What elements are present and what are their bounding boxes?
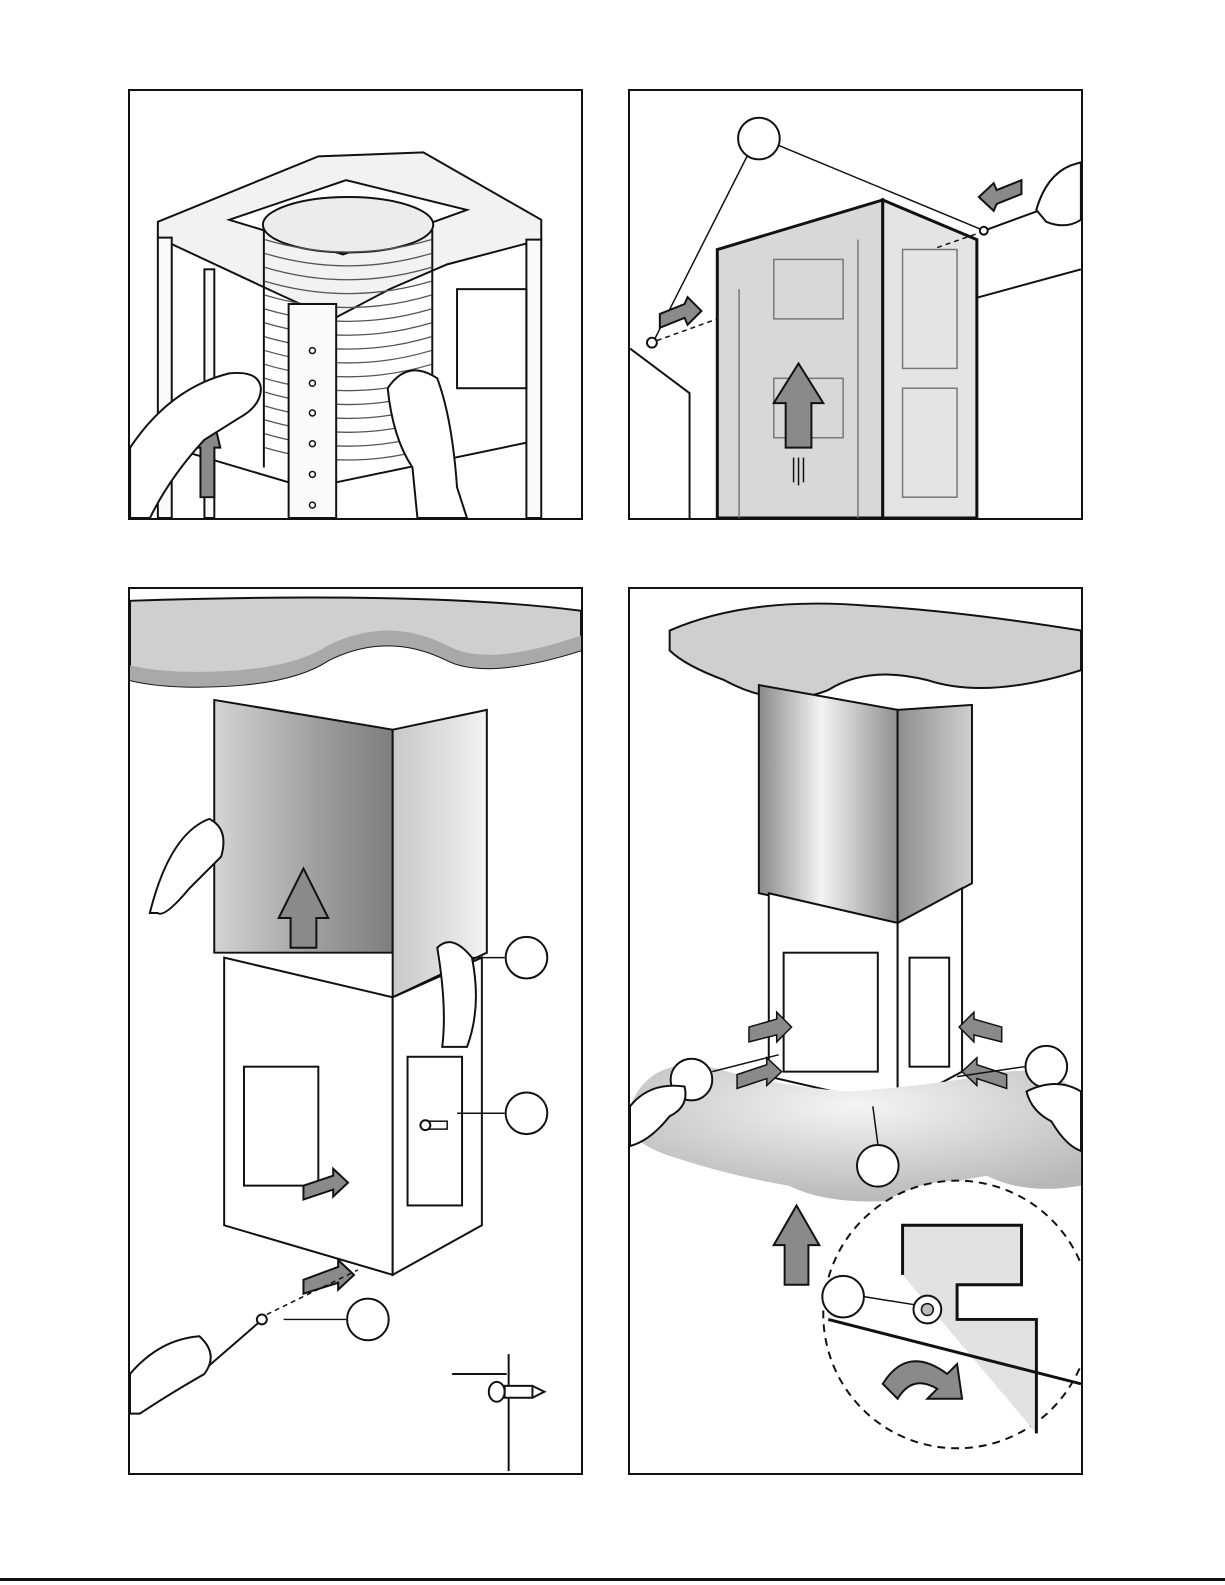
callout-circle (822, 1276, 864, 1318)
hand-icon (1036, 162, 1081, 225)
screw-icon (420, 1120, 447, 1130)
callout-circle (506, 1092, 548, 1134)
callout-circle (738, 118, 780, 160)
hood-canopy-illustration (630, 589, 1081, 1473)
ceiling (670, 604, 1081, 698)
chimney-front-face (759, 685, 898, 923)
hand-icon (150, 819, 224, 914)
callout-circle (347, 1299, 389, 1341)
lower-chimney-illustration (130, 589, 581, 1473)
upper-chimney-illustration (630, 91, 1081, 518)
arrow-left-icon (979, 180, 1022, 211)
arrow-up-icon (774, 1205, 820, 1284)
hand-icon (437, 942, 476, 1047)
callout-circle (1025, 1046, 1067, 1088)
chimney-side-face (883, 200, 977, 518)
callout-circle (857, 1145, 899, 1187)
screw-icon (913, 1296, 941, 1324)
illustration-panel-1 (128, 89, 583, 520)
arrow-right-icon (660, 297, 702, 328)
arrow-left-icon (959, 1012, 1002, 1042)
illustration-panel-3 (128, 587, 583, 1475)
illustration-panel-2 (628, 89, 1083, 520)
screw-detail-inset (452, 1354, 544, 1471)
hand-icon (130, 373, 261, 518)
screwdriver-icon (199, 1270, 358, 1374)
illustration-panel-4 (628, 587, 1083, 1475)
duct-frame-illustration (130, 91, 581, 518)
hand-icon (130, 1336, 211, 1413)
callout-circle (506, 937, 548, 979)
hand-icon (388, 370, 467, 518)
footer-rule (0, 1578, 1225, 1581)
lower-frame (769, 888, 962, 1106)
arrow-right-icon (303, 1260, 354, 1294)
